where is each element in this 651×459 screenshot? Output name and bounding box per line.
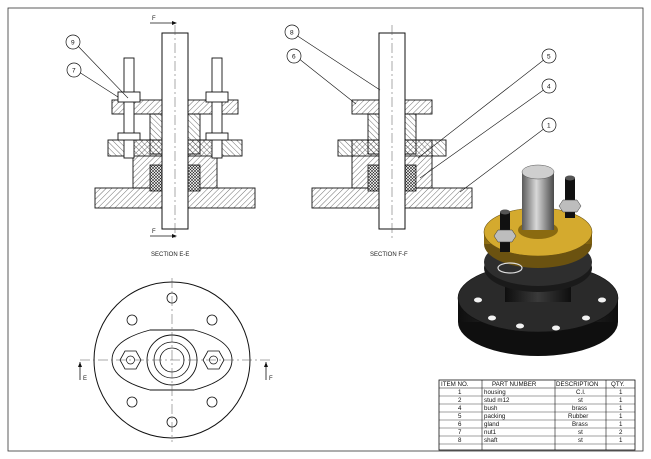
svg-text:5: 5 [547,54,551,61]
isometric-render [457,164,619,356]
table-row: 5 packing Rubber 1 [458,413,623,420]
bom-table: ITEM NO. PART NUMBER DESCRIPTION QTY. 1 … [438,379,636,451]
balloon-8 [284,24,300,40]
svg-text:bush: bush [484,405,498,412]
svg-text:5: 5 [458,413,462,420]
cut-letter-f-top: F [152,16,156,22]
svg-text:1: 1 [619,405,623,412]
svg-text:brass: brass [572,405,587,412]
svg-text:packing: packing [484,413,506,420]
svg-text:6: 6 [292,54,296,61]
svg-text:st: st [578,429,583,436]
svg-text:6: 6 [458,421,462,428]
section-f-view: SECTION F-F 8 6 5 4 1 [284,24,557,258]
bom-header-item: ITEM NO. [441,381,469,388]
svg-text:st: st [578,397,583,404]
svg-text:1: 1 [619,421,623,428]
bom-header-desc: DESCRIPTION [556,381,598,388]
svg-text:C.I.: C.I. [576,389,586,396]
svg-text:1: 1 [458,389,462,396]
balloon-5 [541,48,557,64]
svg-text:shaft: shaft [484,437,498,444]
table-row: 6 gland Brass 1 [458,421,623,428]
table-row: 1 housing C.I. 1 [458,389,623,396]
balloon-6 [286,48,302,64]
svg-text:9: 9 [71,40,75,47]
top-view: E F [78,278,273,442]
svg-text:1: 1 [619,397,623,404]
table-row: 2 stud m12 st 1 [458,397,623,404]
svg-text:8: 8 [458,437,462,444]
svg-text:1: 1 [619,389,623,396]
svg-text:2: 2 [619,429,623,436]
cut-letter-f-right: F [269,376,273,382]
svg-text:1: 1 [547,123,551,130]
svg-text:7: 7 [458,429,462,436]
section-f-label: SECTION F-F [370,252,408,258]
sheet-border [7,7,644,452]
balloon-7 [66,62,82,78]
table-row: 4 bush brass 1 [458,405,623,412]
svg-text:2: 2 [458,397,462,404]
svg-text:Brass: Brass [572,421,588,428]
svg-text:1: 1 [619,413,623,420]
balloon-9 [65,34,81,50]
svg-text:8: 8 [290,30,294,37]
svg-text:7: 7 [72,68,76,75]
balloon-4 [541,78,557,94]
section-e-view: F F SECTION E-E 9 7 [65,16,256,258]
svg-text:4: 4 [547,84,551,91]
table-row: 7 nut1 st 2 [458,429,623,436]
balloon-1 [541,117,557,133]
section-e-label: SECTION E-E [151,252,189,258]
table-row: 8 shaft st 1 [458,437,623,444]
svg-text:Rubber: Rubber [568,413,588,420]
svg-text:1: 1 [619,437,623,444]
bom-header-qty: QTY. [611,381,625,388]
svg-text:4: 4 [458,405,462,412]
bom-header-part: PART NUMBER [492,381,537,388]
cut-letter-e-left: E [83,376,87,382]
cut-letter-f-bottom: F [152,229,156,235]
svg-text:stud m12: stud m12 [484,397,510,404]
svg-text:gland: gland [484,421,500,428]
svg-text:st: st [578,437,583,444]
svg-text:nut1: nut1 [484,429,497,436]
svg-text:housing: housing [484,389,506,396]
